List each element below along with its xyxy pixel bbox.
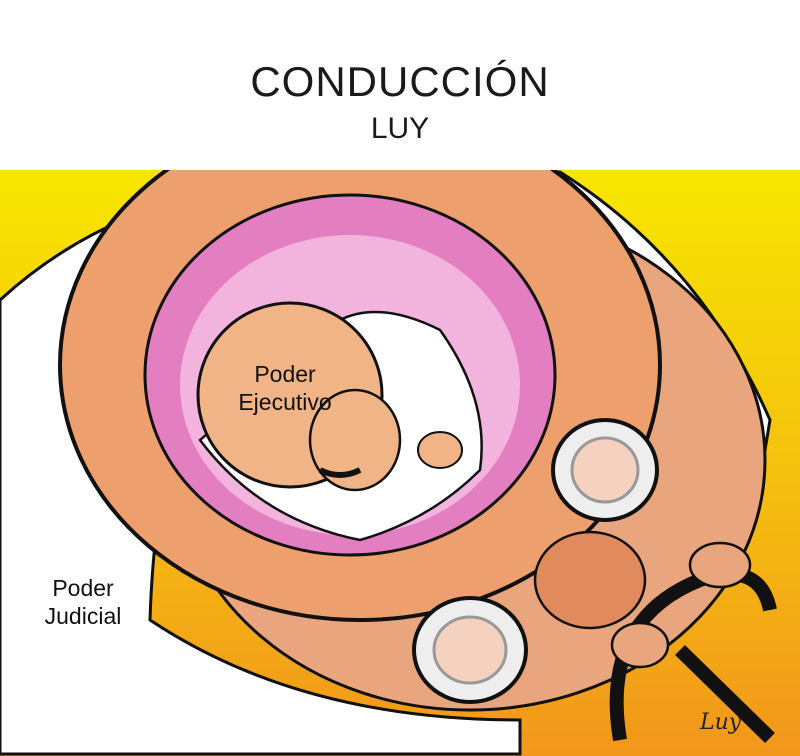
cartoon-title: CONDUCCIÓN [250, 58, 550, 105]
label-line: Ejecutivo [238, 389, 332, 415]
driver-nose [533, 530, 647, 630]
steering-wheel [609, 567, 777, 742]
cartoon-author: LUY [370, 112, 430, 145]
steering-column [675, 644, 775, 744]
artist-signature: Luy [700, 710, 742, 735]
executive-mustache [318, 467, 362, 478]
header: CONDUCCIÓN LUY [0, 0, 800, 170]
driver-hand-left [610, 621, 670, 669]
label-poder-ejecutivo: Poder Ejecutivo [220, 360, 350, 416]
label-line: Judicial [44, 603, 122, 629]
label-poder-judicial: Poder Judicial [28, 574, 138, 630]
label-line: Poder [52, 575, 114, 601]
cartoon-illustration [0, 170, 800, 756]
driver-hand-right [688, 541, 752, 589]
executive-hand [417, 431, 463, 469]
executive-face [308, 388, 402, 492]
label-line: Poder [254, 361, 316, 387]
